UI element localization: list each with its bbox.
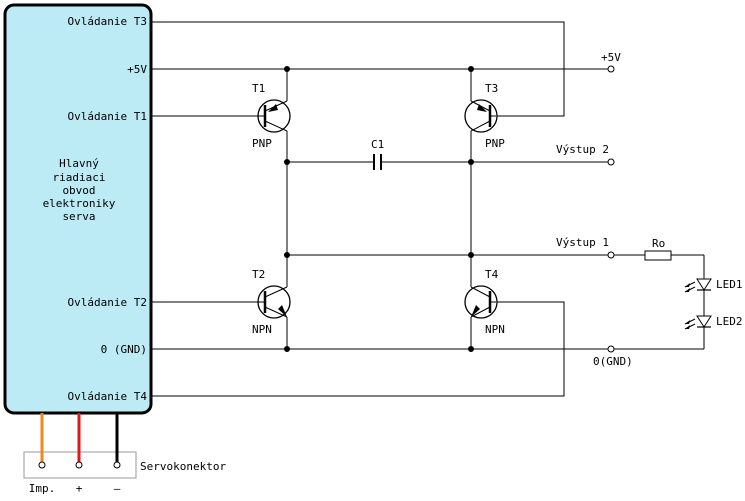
pin-label-ctrl-t4: Ovládanie T4 <box>68 390 148 403</box>
transistor-t1 <box>256 99 291 133</box>
transistor-type-t4: NPN <box>485 323 505 336</box>
pin-label-gnd: 0 (GND) <box>101 343 147 356</box>
connector-pin-label-minus: — <box>114 482 121 495</box>
transistor-t3 <box>464 99 498 133</box>
controller-description-line: obvod <box>62 184 95 197</box>
transistor-label-t3: T3 <box>485 82 498 95</box>
transistor-label-t1: T1 <box>252 82 265 95</box>
connector-pin-imp <box>38 461 46 469</box>
connector-pin-label-plus: + <box>76 482 83 495</box>
junctions <box>284 66 474 352</box>
terminal-label-out2: Výstup 2 <box>556 143 609 156</box>
terminal-label-vcc: +5V <box>601 51 621 64</box>
led2 <box>684 315 712 330</box>
connector-pin-label-imp: Imp. <box>29 482 56 495</box>
pin-label-ctrl-t3: Ovládanie T3 <box>68 15 147 28</box>
pin-label-ctrl-t1: Ovládanie T1 <box>68 110 147 123</box>
terminal-vcc <box>607 65 615 73</box>
terminals <box>607 65 615 353</box>
controller-description-line: serva <box>62 210 95 223</box>
controller-description-line: riadiaci <box>53 171 106 184</box>
transistor-label-t4: T4 <box>485 268 499 281</box>
wires <box>151 21 705 397</box>
resistor-ro <box>644 250 672 261</box>
resistor-label: Ro <box>652 237 665 250</box>
terminal-out1 <box>607 251 615 259</box>
led-label-2: LED2 <box>716 315 743 328</box>
terminal-out2 <box>607 158 615 166</box>
terminal-label-out1: Výstup 1 <box>556 236 609 249</box>
terminal-gnd <box>607 345 615 353</box>
led1 <box>684 278 712 293</box>
led-label-1: LED1 <box>716 278 743 291</box>
capacitor-c1 <box>373 154 382 170</box>
connector-pin-plus <box>75 461 83 469</box>
transistor-type-t3: PNP <box>485 137 505 150</box>
transistor-type-t2: NPN <box>252 323 272 336</box>
transistor-t4 <box>464 285 498 319</box>
capacitor-label: C1 <box>371 138 384 151</box>
pin-label-vcc: +5V <box>127 63 147 76</box>
controller-description-line: Hlavný <box>59 157 99 170</box>
controller-description-line: elektroniky <box>43 197 116 210</box>
connector-title: Servokonektor <box>140 460 226 473</box>
pin-label-ctrl-t2: Ovládanie T2 <box>68 296 147 309</box>
transistor-label-t2: T2 <box>252 268 265 281</box>
transistor-t2 <box>256 285 291 319</box>
transistor-type-t1: PNP <box>252 137 272 150</box>
terminal-label-gnd: 0(GND) <box>593 355 633 368</box>
connector-pin-minus <box>113 461 121 469</box>
